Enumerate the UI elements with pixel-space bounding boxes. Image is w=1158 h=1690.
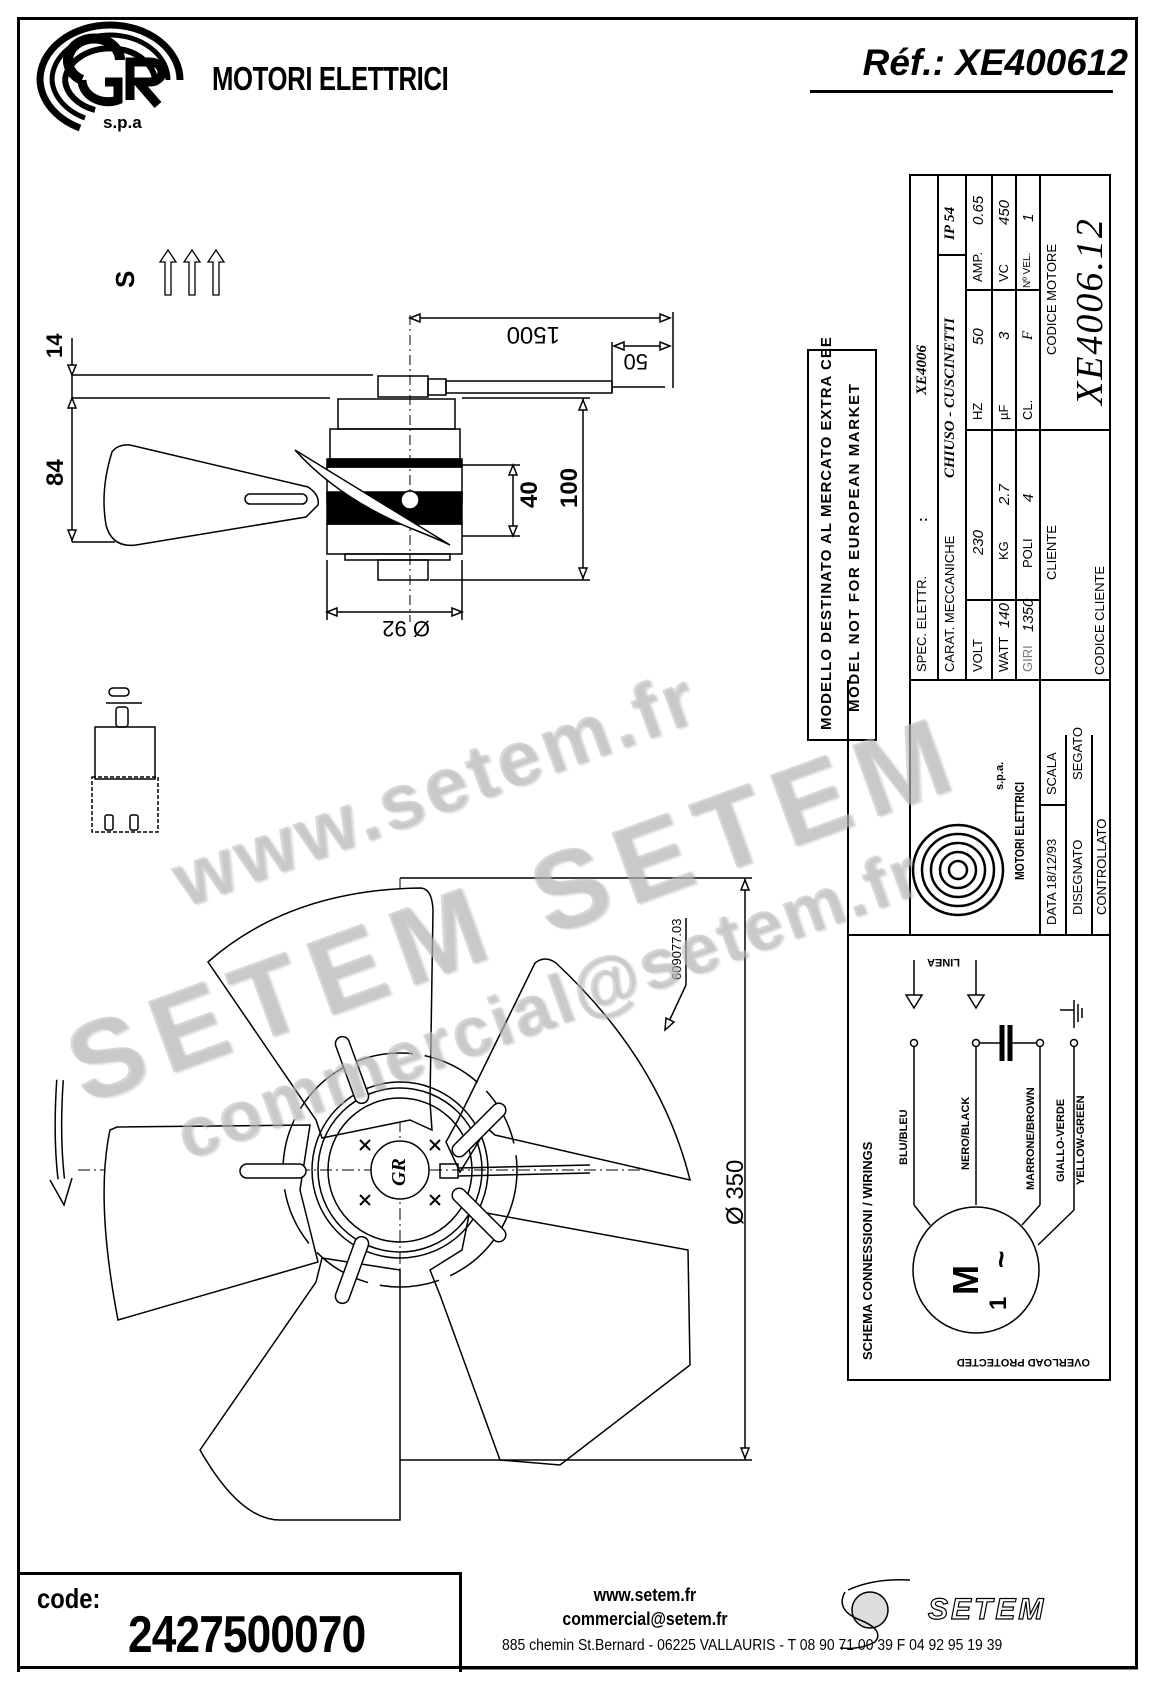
email-link[interactable]: commercial@setem.fr bbox=[562, 1609, 728, 1629]
cl-label: CL. bbox=[1020, 399, 1035, 420]
linea-label: LINEA bbox=[927, 956, 960, 968]
watt-label: WATT bbox=[996, 636, 1011, 672]
volt-value: 230 bbox=[970, 529, 987, 555]
amp-label: AMP. bbox=[970, 251, 985, 282]
hub-mark: GR bbox=[388, 1158, 410, 1186]
setem-logo-icon bbox=[839, 1578, 911, 1650]
dim-blade-height: 84 bbox=[42, 459, 69, 486]
dim-cable-length: 1500 bbox=[506, 321, 560, 348]
cliente-label: CLIENTE bbox=[1044, 525, 1059, 580]
motor-phase: 1 bbox=[985, 1296, 1012, 1310]
spec-elettr-label: SPEC. ELETTR. bbox=[914, 575, 929, 672]
giri-value: 1350 bbox=[1020, 598, 1037, 632]
code-value: 2427500070 bbox=[128, 1606, 366, 1664]
scala-label: SCALA bbox=[1044, 752, 1059, 795]
motor-symbol: M bbox=[945, 1265, 986, 1295]
fan-diameter: Ø 350 bbox=[722, 1159, 749, 1225]
wire-marrone: MARRONE/BROWN bbox=[1025, 1087, 1037, 1190]
giri-label: GIRI bbox=[1020, 645, 1035, 672]
code-box: code: 2427500070 bbox=[17, 1572, 462, 1672]
front-view bbox=[49, 877, 752, 1521]
codice-cliente-label: CODICE CLIENTE bbox=[1092, 565, 1107, 675]
overload-label: OVERLOAD PROTECTED bbox=[956, 1356, 1090, 1368]
dim-wire-strip: 50 bbox=[623, 349, 648, 374]
dim-top-offset: 14 bbox=[42, 333, 67, 358]
disegnato-label: DISEGNATO bbox=[1070, 839, 1085, 915]
amp-value: 0.65 bbox=[970, 195, 987, 225]
poli-value: 4 bbox=[1020, 493, 1037, 502]
vc-value: 450 bbox=[996, 199, 1013, 225]
website-link[interactable]: www.setem.fr bbox=[593, 1585, 697, 1605]
spec-elettr-value: XE4006 bbox=[914, 344, 930, 395]
dim-motor-diameter: Ø 92 bbox=[382, 616, 430, 641]
wiring-title: SCHEMA CONNESSIONI / WIRINGS bbox=[860, 1141, 875, 1360]
gr-logo bbox=[36, 21, 184, 132]
capacitor-drawing bbox=[91, 687, 159, 833]
date-label: DATA 18/12/93 bbox=[1044, 838, 1059, 925]
company-name: MOTORI ELETTRICI bbox=[212, 60, 449, 97]
volt-label: VOLT bbox=[970, 639, 985, 672]
dim-motor-height: 100 bbox=[556, 467, 583, 508]
carat-label: CARAT. MECCANICHE bbox=[942, 535, 957, 672]
code-label: code: bbox=[37, 1583, 101, 1614]
cl-value: F bbox=[1020, 330, 1036, 340]
hz-value: 50 bbox=[970, 328, 987, 345]
part-number: 609077.03 bbox=[669, 918, 684, 980]
codice-motore-label: CODICE MOTORE bbox=[1044, 244, 1059, 355]
spec-table-lines bbox=[847, 174, 1111, 1381]
vc-label: VC bbox=[996, 263, 1011, 282]
wire-blu: BLU/BLEU bbox=[898, 1109, 910, 1165]
side-view bbox=[66, 248, 674, 622]
uf-label: µF bbox=[996, 404, 1011, 420]
codice-motore-value: XE4006.12 bbox=[1069, 217, 1111, 405]
airflow-arrows bbox=[158, 248, 226, 296]
ip-rating: IP 54 bbox=[942, 206, 958, 240]
uf-value: 3 bbox=[996, 331, 1013, 340]
notice-box bbox=[807, 349, 877, 741]
notice-line-1: MODELLO DESTINATO AL MERCATO EXTRA CEE bbox=[818, 336, 835, 730]
tb-logo-sub: s.p.a. bbox=[994, 761, 1006, 790]
kg-value: 2.7 bbox=[996, 484, 1013, 505]
setem-brand: SETEM bbox=[927, 1592, 1047, 1626]
motor-ac: ~ bbox=[985, 1250, 1018, 1268]
disegnato-value: SEGATO bbox=[1070, 727, 1085, 780]
airflow-label: S bbox=[110, 270, 140, 288]
wire-nero: NERO/BLACK bbox=[960, 1096, 972, 1170]
reference-title: Réf.: XE400612 bbox=[862, 42, 1128, 83]
spec-elettr-sep: : bbox=[914, 517, 930, 522]
nvel-value: 1 bbox=[1020, 213, 1037, 222]
dim-hub-height: 40 bbox=[516, 481, 543, 508]
address: 885 chemin St.Bernard - 06225 VALLAURIS … bbox=[502, 1637, 1003, 1654]
wire-yellow-green: YELLOW-GREEN bbox=[1075, 1095, 1087, 1185]
tb-logo-name: MOTORI ELETTRICI bbox=[1012, 781, 1027, 880]
reference-underline bbox=[810, 90, 1113, 93]
poli-label: POLI bbox=[1020, 538, 1035, 568]
notice-line-2: MODEL NOT FOR EUROPEAN MARKET bbox=[846, 382, 863, 712]
title-block-logo bbox=[911, 823, 1005, 917]
logo-sub: s.p.a bbox=[103, 113, 142, 132]
wire-giallo-verde: GIALLO-VERDE bbox=[1055, 1098, 1067, 1182]
watt-value: 140 bbox=[996, 602, 1013, 628]
kg-label: KG bbox=[996, 541, 1011, 560]
controllato-label: CONTROLLATO bbox=[1094, 818, 1109, 915]
nvel-label: Nº VEL. bbox=[1022, 252, 1033, 288]
carat-value: CHIUSO - CUSCINETTI bbox=[942, 317, 958, 478]
hz-label: HZ bbox=[970, 402, 985, 420]
